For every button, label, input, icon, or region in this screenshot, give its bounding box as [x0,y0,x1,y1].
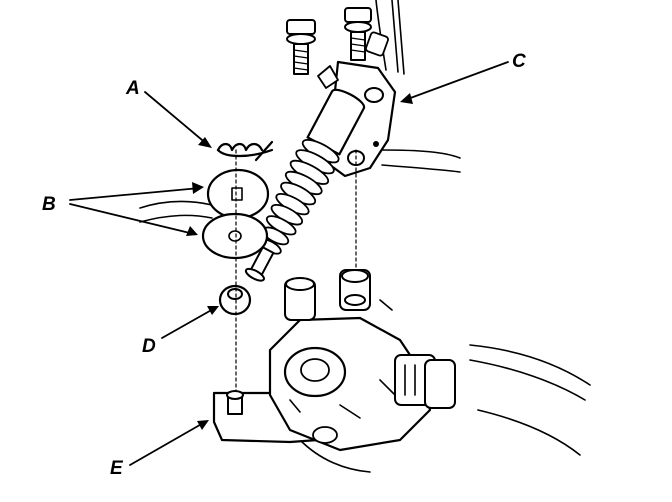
callout-d: D [142,336,156,357]
cable-bracket [317,31,397,178]
mounting-bolt-right [344,7,372,61]
callout-e: E [110,458,124,479]
leader-lines [69,61,509,466]
callout-b: B [42,194,56,215]
mounting-bolt-left [286,19,316,75]
shift-cable-boot [244,88,365,282]
washer-lower [201,212,269,260]
lock-pin [216,140,274,162]
switch-housing [268,269,456,452]
washer-upper [206,168,270,220]
callout-a: A [125,78,140,99]
arrowheads [186,93,413,430]
alignment-lines [235,149,357,401]
bushing [218,284,252,316]
background-wires [139,0,591,473]
wire-connector [394,354,456,409]
callout-c: C [512,51,526,72]
